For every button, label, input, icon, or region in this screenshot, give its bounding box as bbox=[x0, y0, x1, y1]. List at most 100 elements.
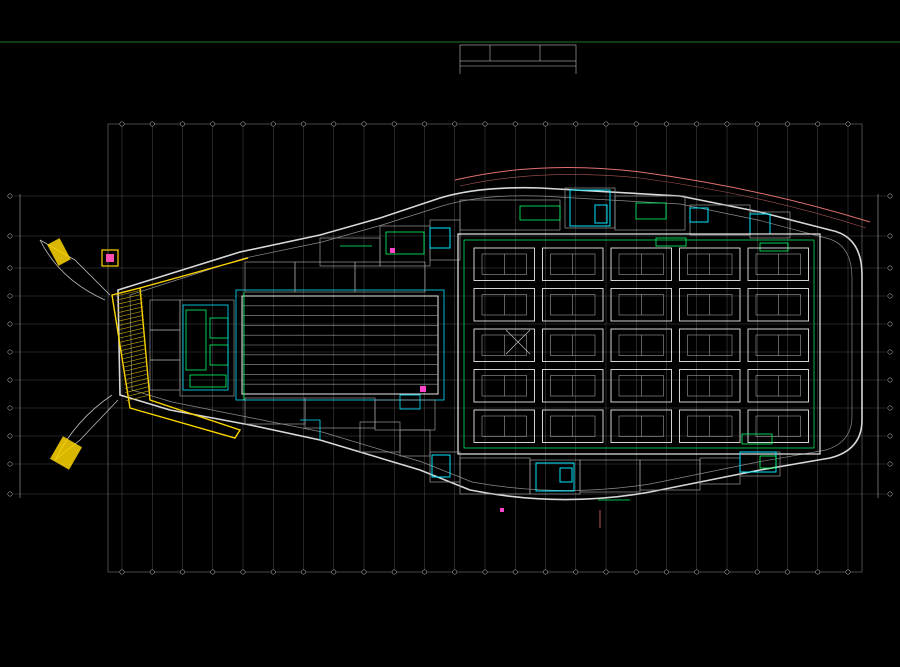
grid-bubble-bottom bbox=[210, 569, 216, 575]
grid-bubble-bottom bbox=[603, 569, 609, 575]
grid-bubble-left bbox=[7, 321, 13, 327]
grid-bubble-bottom bbox=[452, 569, 458, 575]
hatch-line bbox=[119, 327, 145, 335]
grid-bubble-top bbox=[180, 121, 185, 127]
grid-bubble-right bbox=[887, 265, 893, 271]
grid-bubble-left bbox=[7, 377, 13, 383]
grid-bubble-right bbox=[887, 491, 893, 497]
grid-bubble-top bbox=[210, 121, 216, 127]
hatch-line bbox=[122, 361, 148, 368]
grid-bubble-bottom bbox=[149, 569, 155, 575]
grid-bubble-right bbox=[887, 349, 893, 355]
hatch-line bbox=[116, 293, 143, 301]
hatch-line bbox=[125, 386, 149, 393]
hatch-line bbox=[124, 377, 149, 385]
hatch-line bbox=[121, 352, 147, 360]
grid-bubble-top bbox=[785, 121, 790, 127]
hatch-line bbox=[119, 331, 146, 339]
court bbox=[747, 409, 809, 443]
grid-bubble-bottom bbox=[270, 569, 276, 575]
grid-bubble-right bbox=[887, 293, 893, 299]
grid-bubble-top bbox=[482, 121, 488, 127]
hatch-line bbox=[121, 348, 147, 356]
court bbox=[679, 328, 741, 362]
grid-bubble-left bbox=[7, 265, 13, 271]
title-block bbox=[459, 44, 577, 74]
hatch-line bbox=[118, 319, 145, 326]
grid-bubble-bottom bbox=[119, 569, 125, 575]
court bbox=[747, 328, 809, 362]
grid-bubble-bottom bbox=[301, 569, 306, 575]
building-outline bbox=[117, 186, 863, 501]
grid-bubble-bottom bbox=[724, 569, 730, 575]
grid-bubble-bottom bbox=[543, 569, 548, 575]
court bbox=[542, 409, 604, 443]
grid-bubble-top bbox=[754, 121, 760, 127]
grid-bubble-bottom bbox=[331, 569, 337, 575]
grid-bubble-right bbox=[887, 433, 893, 439]
court bbox=[610, 328, 672, 362]
court bbox=[679, 247, 741, 281]
grid-bubble-bottom bbox=[573, 569, 579, 575]
court bbox=[542, 288, 604, 322]
hatch-line bbox=[116, 298, 143, 305]
grid-bubble-bottom bbox=[754, 569, 760, 575]
grid-bubble-top bbox=[149, 121, 155, 127]
hatch-line bbox=[117, 306, 144, 314]
hatch-line bbox=[123, 373, 149, 381]
hatch-line bbox=[119, 323, 145, 330]
hatch-line bbox=[120, 335, 146, 343]
sports-hall bbox=[457, 233, 821, 455]
court bbox=[747, 288, 809, 322]
grid-bubble-top bbox=[119, 121, 125, 127]
grid-bubble-top bbox=[361, 121, 367, 127]
hatch-line bbox=[124, 382, 149, 389]
entrance-canopy-north bbox=[47, 238, 71, 266]
court bbox=[610, 247, 672, 281]
grid-bubble-top bbox=[270, 121, 276, 127]
grid-bubble-bottom bbox=[482, 569, 488, 575]
north-equipment bbox=[340, 202, 789, 255]
grid-bubble-top bbox=[815, 121, 821, 127]
hatch-line bbox=[120, 340, 146, 347]
grid-bubble-top bbox=[573, 121, 579, 127]
grid-bubble-right bbox=[887, 321, 893, 327]
grid-bubble-left bbox=[7, 461, 13, 467]
pool bbox=[235, 289, 445, 401]
grid-bubble-left bbox=[7, 293, 13, 299]
accent-markers bbox=[390, 248, 504, 512]
kiosk-core bbox=[106, 254, 114, 262]
grid-bubble-left bbox=[7, 233, 13, 239]
court bbox=[747, 247, 809, 281]
grid-bubble-bottom bbox=[633, 569, 639, 575]
grid-bubble-top bbox=[452, 121, 458, 127]
grid-bubble-top bbox=[633, 121, 639, 127]
hatch-line bbox=[122, 356, 147, 364]
court bbox=[542, 247, 604, 281]
west-service-rooms bbox=[149, 261, 436, 457]
grid-bubble-right bbox=[887, 405, 893, 411]
court bbox=[679, 409, 741, 443]
hatch-line bbox=[125, 390, 150, 398]
grid-bubble-top bbox=[331, 121, 337, 127]
hall-cross-mark bbox=[505, 329, 531, 355]
hatch-line bbox=[115, 289, 143, 297]
grid-bubble-left bbox=[7, 491, 13, 497]
hatch-line bbox=[117, 310, 144, 318]
grid-bubble-top bbox=[543, 121, 548, 127]
grid-bubble-top bbox=[664, 121, 669, 127]
entrance-canopy-south bbox=[49, 436, 83, 470]
grid-bubble-bottom bbox=[361, 569, 367, 575]
grid-bubble-left bbox=[7, 433, 13, 439]
grid-bubble-bottom bbox=[512, 569, 518, 575]
west-hatched-wall bbox=[111, 257, 249, 439]
grid-bubble-top bbox=[724, 121, 730, 127]
hatch-line bbox=[123, 365, 148, 372]
court bbox=[747, 369, 809, 403]
court bbox=[473, 409, 535, 443]
grid-bubble-left bbox=[7, 193, 13, 199]
structural-grid bbox=[7, 121, 893, 575]
grid-bubble-top bbox=[603, 121, 609, 127]
